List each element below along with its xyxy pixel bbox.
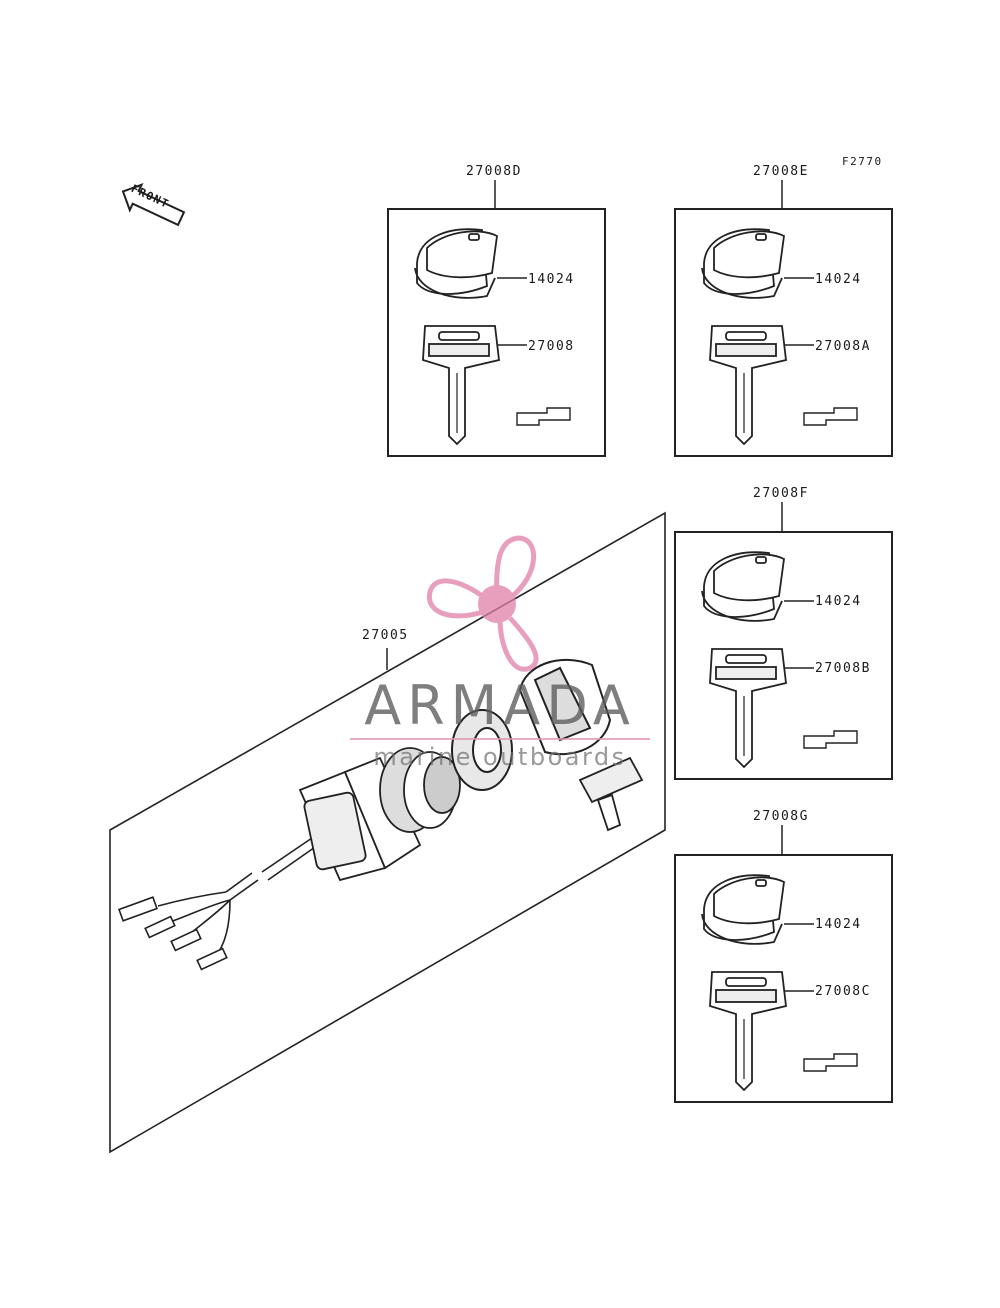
key-code-d-icon [516,407,571,426]
key-d-icon [422,325,500,446]
knob-part-g: 14024 [815,917,862,932]
key-code-f-icon [803,730,858,749]
key-set-e [701,228,858,446]
knob-f-icon [701,551,785,622]
set-number-e: 27008E [753,164,809,179]
knob-g-icon [701,874,785,945]
key-code-g-icon [803,1053,858,1072]
key-e-icon [709,325,787,446]
front-arrow-icon [121,182,186,227]
key-code-e-icon [803,407,858,426]
figure-code: F2770 [842,155,883,168]
wire-harness [118,837,319,971]
key-set-f [701,551,858,769]
main-part-number: 27005 [362,628,409,643]
key-part-e: 27008A [815,339,871,354]
watermark-divider [350,738,650,740]
key-part-f: 27008B [815,661,871,676]
watermark-subtitle: marine outboards [373,743,627,771]
key-g-icon [709,971,787,1092]
watermark-title: ARMADA [364,674,636,737]
key-part-g: 27008C [815,984,871,999]
set-number-f: 27008F [753,486,809,501]
set-number-d: 27008D [466,164,522,179]
key-part-d: 27008 [528,339,575,354]
set-number-g: 27008G [753,809,809,824]
knob-part-f: 14024 [815,594,862,609]
knob-e-icon [701,228,785,299]
key-set-d [414,228,571,446]
main-assembly-frame [109,511,666,1154]
ignition-switch-body [298,747,461,882]
knob-d-icon [414,228,498,299]
ignition-key [578,756,644,832]
key-set-g [701,874,858,1092]
key-f-icon [709,648,787,769]
knob-part-e: 14024 [815,272,862,287]
ignition-knob [518,658,612,756]
knob-part-d: 14024 [528,272,575,287]
